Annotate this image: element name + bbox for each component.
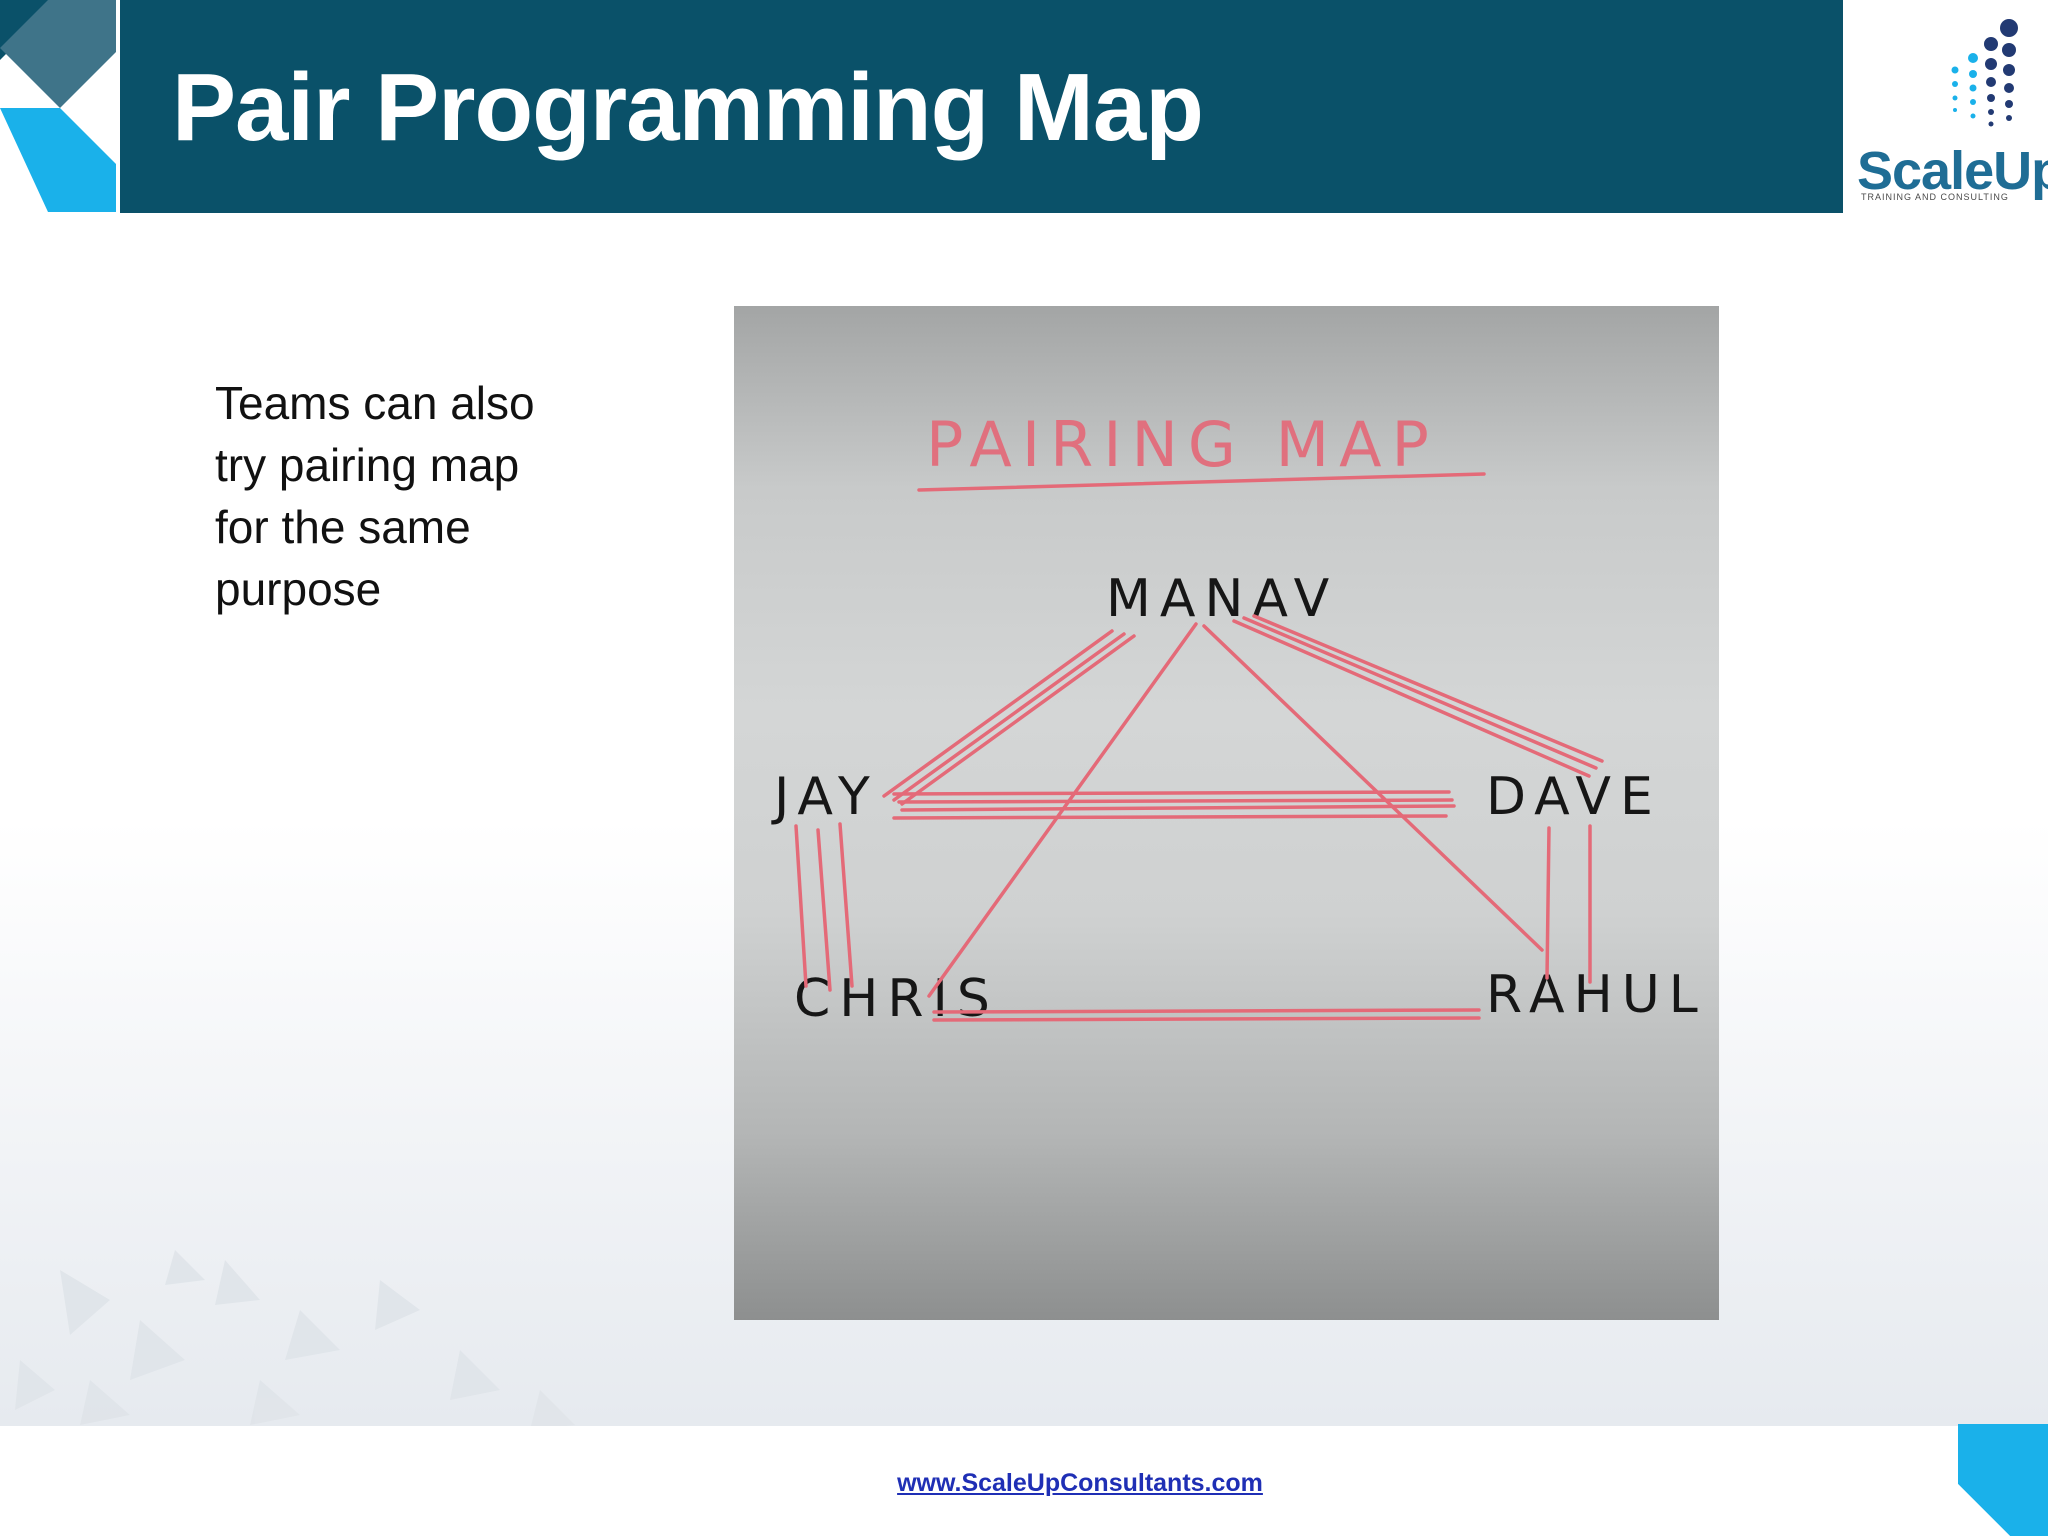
- title-bar: Pair Programming Map: [120, 0, 1843, 213]
- footer: [0, 1426, 2048, 1536]
- slide-title: Pair Programming Map: [172, 54, 1204, 161]
- name-jay: JAY: [771, 767, 879, 827]
- name-rahul: RAHUL: [1486, 965, 1707, 1025]
- name-dave: DAVE: [1486, 767, 1662, 827]
- logo-dots-icon: [1951, 19, 2018, 127]
- title-underline: [917, 472, 1486, 492]
- corner-decoration: [0, 0, 116, 212]
- pairing-map-title: PAIRING MAP: [926, 408, 1439, 481]
- decorative-triangles: [15, 1250, 575, 1430]
- pairing-lines: [794, 614, 1604, 1022]
- corner-decoration-bottom: [1958, 1424, 2048, 1536]
- pairing-map-drawing: PAIRING MAP MANAV JAY DAVE CHRIS RAHUL: [771, 408, 1707, 1029]
- logo-tagline: TRAINING AND CONSULTING: [1861, 192, 2009, 202]
- name-manav: MANAV: [1106, 569, 1338, 629]
- scaleup-logo: ScaleUp TRAINING AND CONSULTING: [1851, 12, 2048, 212]
- body-text: Teams can also try pairing map for the s…: [215, 377, 535, 615]
- pairing-map-photo: PAIRING MAP MANAV JAY DAVE CHRIS RAHUL: [734, 306, 1719, 1320]
- website-link[interactable]: www.ScaleUpConsultants.com: [897, 1469, 1263, 1497]
- logo-brand-text: ScaleUp: [1857, 141, 2048, 201]
